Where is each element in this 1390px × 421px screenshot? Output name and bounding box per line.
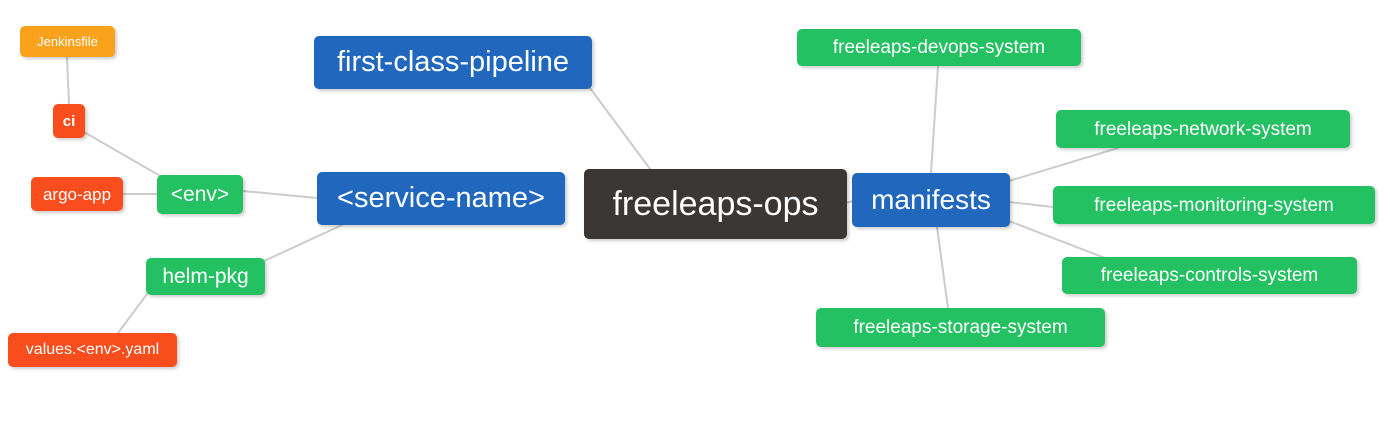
node-ci[interactable]: ci	[53, 104, 85, 138]
node-label: freeleaps-devops-system	[832, 37, 1046, 58]
node-first-class-pipeline[interactable]: first-class-pipeline	[314, 36, 592, 89]
edge-service-name-to-helm-pkg	[263, 224, 343, 262]
node-label: first-class-pipeline	[336, 46, 570, 78]
node-label: Jenkinsfile	[37, 34, 98, 49]
edge-first-class-pipeline-to-freeleaps-ops	[589, 87, 651, 170]
edge-helm-pkg-to-values-env-yaml	[117, 293, 148, 334]
node-storage-system[interactable]: freeleaps-storage-system	[816, 308, 1105, 347]
edge-env-to-service-name	[242, 190, 318, 199]
node-label: <service-name>	[337, 182, 545, 214]
node-label: freeleaps-controls-system	[1100, 265, 1319, 286]
node-env[interactable]: <env>	[157, 175, 243, 214]
node-devops-system[interactable]: freeleaps-devops-system	[797, 29, 1081, 66]
edge-manifests-to-storage-system	[936, 226, 949, 309]
node-network-system[interactable]: freeleaps-network-system	[1056, 110, 1350, 148]
edge-jenkinsfile-to-ci	[66, 56, 70, 105]
edge-manifests-to-controls-system	[1008, 220, 1106, 259]
edge-manifests-to-network-system	[1008, 147, 1119, 182]
node-label: manifests	[871, 184, 991, 215]
edge-manifests-to-monitoring-system	[1008, 201, 1054, 208]
node-helm-pkg[interactable]: helm-pkg	[146, 258, 265, 295]
node-label: helm-pkg	[162, 265, 249, 288]
node-label: freeleaps-monitoring-system	[1094, 194, 1334, 216]
node-label: argo-app	[42, 184, 112, 204]
edge-devops-system-to-manifests	[930, 65, 939, 174]
node-argo-app[interactable]: argo-app	[31, 177, 123, 211]
node-monitoring-system[interactable]: freeleaps-monitoring-system	[1053, 186, 1375, 224]
node-values-env-yaml[interactable]: values.<env>.yaml	[8, 333, 177, 367]
node-label: values.<env>.yaml	[25, 341, 160, 358]
node-service-name[interactable]: <service-name>	[317, 172, 565, 225]
node-freeleaps-ops[interactable]: freeleaps-ops	[584, 169, 847, 239]
node-label: freeleaps-storage-system	[853, 317, 1068, 338]
node-jenkinsfile[interactable]: Jenkinsfile	[20, 26, 115, 57]
edge-ci-to-env	[83, 131, 163, 178]
node-label: ci	[62, 112, 76, 130]
node-label: <env>	[170, 183, 230, 206]
node-label: freeleaps-ops	[612, 185, 819, 223]
node-label: freeleaps-network-system	[1094, 118, 1312, 140]
node-manifests[interactable]: manifests	[852, 173, 1010, 227]
node-controls-system[interactable]: freeleaps-controls-system	[1062, 257, 1357, 294]
